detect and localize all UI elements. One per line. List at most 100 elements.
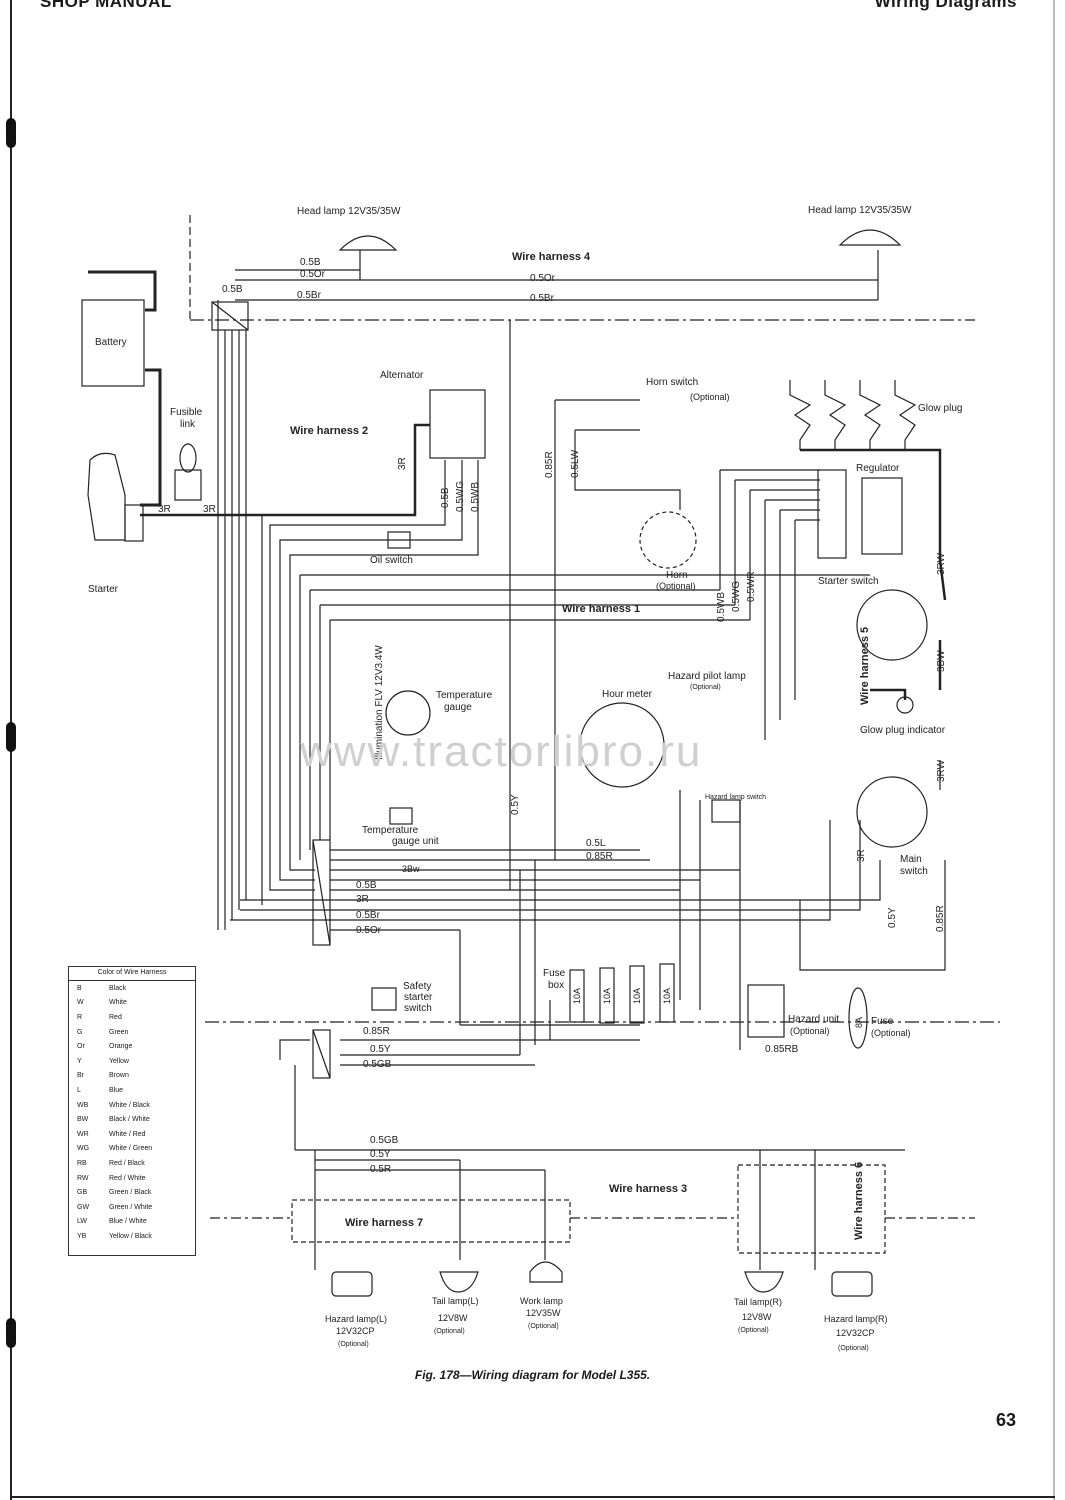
- running-header-right: Wiring Diagrams: [874, 0, 1017, 11]
- work-lamp-label: Work lamp: [520, 1296, 563, 1306]
- legend-code: WG: [77, 1145, 90, 1153]
- wire-label: 0.5Or: [356, 925, 382, 936]
- fuse-4-value: 10A: [662, 988, 672, 1004]
- wire-harness-5-label: Wire harness 5: [859, 627, 871, 705]
- hazard-lamp-l-rating: 12V32CP: [336, 1326, 375, 1336]
- legend-code: YB: [77, 1232, 87, 1240]
- legend-code: RB: [77, 1159, 87, 1167]
- legend-code: Y: [77, 1057, 82, 1065]
- fuse-box-label-1: Fuse: [543, 968, 566, 979]
- glow-plug-indicator-label: Glow plug indicator: [860, 725, 946, 736]
- horn-optional: (Optional): [656, 581, 696, 591]
- legend-color-name: Red: [109, 1013, 122, 1021]
- wire-harness-4-label: Wire harness 4: [512, 251, 591, 263]
- temperature-gauge-label-1: Temperature: [436, 690, 493, 701]
- legend-code: GB: [77, 1189, 88, 1197]
- illumination-label: Illumination FLV 12V3.4W: [374, 645, 385, 760]
- tail-lamp-r-optional: (Optional): [738, 1327, 769, 1334]
- work-lamp-optional: (Optional): [528, 1323, 559, 1330]
- wire-label: 0.5Or: [300, 269, 326, 280]
- wire-label: 0.5R: [370, 1164, 391, 1175]
- fuse-2-value: 10A: [602, 988, 612, 1004]
- wire-label: 3R: [356, 894, 369, 905]
- hazard-lamp-l-label: Hazard lamp(L): [325, 1314, 387, 1324]
- wire-label: 0.85R: [586, 851, 613, 862]
- wire-label: 3Bw: [402, 864, 420, 874]
- main-switch-label-1: Main: [900, 854, 922, 865]
- fuse-rating-label: 8A: [854, 1017, 864, 1028]
- wire-label: 0.5LW: [570, 449, 581, 478]
- binding-notch: [6, 1318, 16, 1348]
- legend-code: WR: [77, 1130, 89, 1138]
- wire-label: 0.5Br: [530, 293, 555, 304]
- legend-color-name: White / Red: [109, 1130, 146, 1138]
- hazard-lamp-r-rating: 12V32CP: [836, 1328, 875, 1338]
- head-lamp-left-label: Head lamp 12V35/35W: [297, 206, 401, 217]
- wire-label: 0.5GB: [363, 1059, 392, 1070]
- regulator-label: Regulator: [856, 463, 900, 474]
- wire-harness-3-label: Wire harness 3: [609, 1183, 687, 1195]
- wire-label: 0.5WG: [455, 481, 466, 512]
- wire-label: 0.85RB: [765, 1044, 799, 1055]
- legend-code: Br: [77, 1072, 84, 1080]
- page-frame-right: [1053, 0, 1055, 1500]
- legend-color-name: Blue / White: [109, 1218, 147, 1226]
- legend-row: WB White / Black: [69, 1098, 195, 1113]
- alternator-label: Alternator: [380, 370, 424, 381]
- binding-notch: [6, 118, 16, 148]
- watermark: www.tractorlibro.ru: [300, 727, 703, 776]
- binding-notch: [6, 722, 16, 752]
- safety-starter-label-1: Safety: [403, 981, 431, 992]
- legend-color-name: Orange: [109, 1043, 133, 1051]
- wire-label: 3BW: [936, 650, 947, 672]
- hazard-lamp-l-optional: (Optional): [338, 1341, 369, 1348]
- temperature-gauge-label-2: gauge: [444, 702, 472, 713]
- hazard-pilot-optional: (Optional): [690, 684, 721, 691]
- fuse-1-value: 10A: [572, 988, 582, 1004]
- hazard-lamp-switch-label: Hazard lamp switch: [705, 794, 766, 801]
- hazard-unit-label: Hazard unit: [788, 1014, 839, 1025]
- legend-color-name: White / Black: [109, 1101, 150, 1109]
- legend-color-name: Red / Black: [109, 1159, 145, 1167]
- head-lamp-right-label: Head lamp 12V35/35W: [808, 205, 912, 216]
- glow-plug-label: Glow plug: [918, 403, 962, 414]
- running-header-left: SHOP MANUAL: [40, 0, 172, 11]
- legend-color-name: Black / White: [109, 1116, 150, 1124]
- wire-label: 0.5WR: [746, 571, 757, 602]
- tail-lamp-l-optional: (Optional): [434, 1328, 465, 1335]
- fusible-link-label-2: link: [180, 419, 196, 430]
- work-lamp-rating: 12V35W: [526, 1308, 561, 1318]
- hazard-lamp-r-label: Hazard lamp(R): [824, 1314, 888, 1324]
- legend-color-name: Red / White: [109, 1174, 146, 1182]
- legend-code: GW: [77, 1203, 90, 1211]
- starter-label: Starter: [88, 584, 119, 595]
- safety-starter-label-2: starter: [404, 992, 433, 1003]
- legend-row: GB Green / Black: [69, 1185, 195, 1200]
- battery-label: Battery: [95, 337, 127, 348]
- wire-harness-7-label: Wire harness 7: [345, 1217, 423, 1229]
- wire-label: 0.5WB: [716, 592, 727, 622]
- page-number: 63: [996, 1410, 1017, 1430]
- wire-label: 0.5Br: [356, 910, 381, 921]
- legend-color-name: Green / Black: [109, 1189, 152, 1197]
- page-frame-bottom: [10, 1496, 1055, 1498]
- wire-label: 0.5WB: [470, 482, 481, 512]
- hour-meter-label: Hour meter: [602, 689, 653, 700]
- legend-color-name: Black: [109, 984, 127, 992]
- safety-starter-label-3: switch: [404, 1003, 432, 1014]
- wire-label: 0.85R: [544, 451, 555, 478]
- wire-harness-1-label: Wire harness 1: [562, 603, 640, 615]
- legend-title: Color of Wire Harness: [69, 967, 195, 981]
- legend-code: WB: [77, 1101, 89, 1109]
